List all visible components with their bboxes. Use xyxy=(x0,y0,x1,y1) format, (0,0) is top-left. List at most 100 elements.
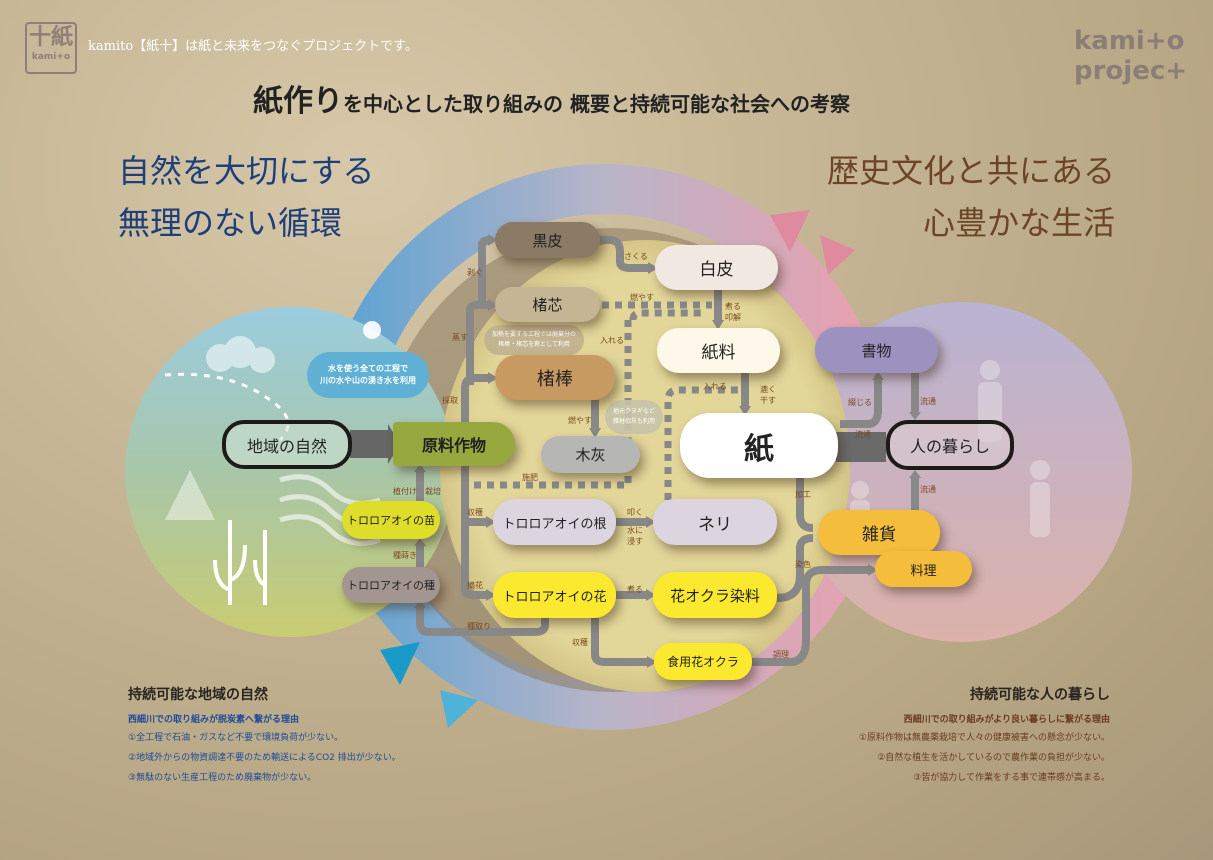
label: 種取り xyxy=(467,622,491,631)
label: 叩く xyxy=(627,508,643,517)
node-senryo: 花オクラ染料 xyxy=(653,572,777,618)
brand-line-1: kami+o xyxy=(1074,26,1185,56)
label: 流通 xyxy=(855,430,871,439)
firewood-note: 加熱を要する工程では廃棄分の楮棒・楮芯を薪として利用 xyxy=(484,325,584,355)
bottom-right-item: ①原料作物は無農薬栽培で人々の健康被害への懸念が少ない。 xyxy=(858,733,1110,743)
label: 煮る xyxy=(627,585,643,594)
node-shomotsu: 書物 xyxy=(815,327,938,373)
label: 漉く xyxy=(760,385,776,394)
water-note-line1: 水を使う全ての工程で xyxy=(328,364,408,373)
brand-line-2: projec+ xyxy=(1074,56,1188,86)
heading-left-line1: 自然を大切にする xyxy=(118,152,375,190)
label: 採取 xyxy=(442,396,458,405)
label: 剥ぐ xyxy=(467,268,483,277)
page-title: 紙作りを中心とした取り組みの 概要と持続可能な社会への考察 xyxy=(253,76,850,120)
node-kurashi: 人の暮らし xyxy=(886,420,1014,470)
bottom-right-subtitle: 西細川での取り組みがより良い暮らしに繋がる理由 xyxy=(903,715,1110,725)
label: 綴じる xyxy=(848,398,872,407)
title-sub: を中心とした取り組みの 概要と持続可能な社会への考察 xyxy=(343,92,850,116)
label: 摘花 xyxy=(467,581,483,590)
node-shokuyo: 食用花オクラ xyxy=(654,643,752,680)
ring-triangle-icon xyxy=(770,210,810,252)
node-tane: トロロアオイの種 xyxy=(342,567,440,603)
label: 蒸す xyxy=(452,333,468,342)
label: 収穫 xyxy=(572,638,588,647)
label: 叩解 xyxy=(725,313,741,322)
flow-arrows xyxy=(416,236,919,666)
node-shirokawa: 白皮 xyxy=(655,245,778,290)
label: 収穫 xyxy=(467,508,483,517)
label: 入れる xyxy=(703,382,727,391)
tree-icon xyxy=(165,470,267,605)
bottom-left-subtitle: 西細川での取り組みが脱炭素へ繋がる理由 xyxy=(128,715,300,725)
water-note-line2: 川の水や山の湧き水を利用 xyxy=(320,376,416,385)
label: 施肥 xyxy=(522,473,538,482)
node-koubou: 楮棒 xyxy=(495,355,615,400)
label: 浸す xyxy=(627,537,643,546)
node-kami: 紙 xyxy=(680,413,838,478)
dotted-arrows xyxy=(465,301,748,500)
nature-to-crop-arrow xyxy=(350,430,390,458)
tagline: kamito【紙十】は紙と未来をつなぐプロジェクトです。 xyxy=(88,39,418,54)
node-shiryo: 紙料 xyxy=(657,328,780,373)
label: 調理 xyxy=(773,650,789,659)
bottom-right-section: 持続可能な人の暮らし 西細川での取り組みがより良い暮らしに繋がる理由 ①原料作物… xyxy=(859,684,1110,788)
label: 干す xyxy=(760,396,776,405)
label: 入れる xyxy=(600,336,624,345)
node-kurokawa: 黒皮 xyxy=(495,222,600,258)
bottom-left-item: ②地域外からの物資調達不要のため輸送によるCO2 排出が少ない。 xyxy=(128,753,401,763)
label: 加工 xyxy=(795,490,811,499)
label: 栽培 xyxy=(425,487,441,496)
arrow-heads xyxy=(414,234,921,668)
node-zakka: 雑貨 xyxy=(818,510,940,555)
heading-left: 自然を大切にする無理のない循環 xyxy=(118,145,374,249)
ash-note: 地元クヌギなど雑材の灰も利用 xyxy=(605,400,663,434)
label: 植付け xyxy=(393,487,417,496)
node-neri: ネリ xyxy=(653,499,777,545)
bottom-left-title: 持続可能な地域の自然 xyxy=(128,687,268,703)
node-koushin: 楮芯 xyxy=(495,287,600,322)
label: 流通 xyxy=(920,397,936,406)
ring-triangle-icon xyxy=(440,690,478,728)
node-chiiki: 地域の自然 xyxy=(222,420,352,469)
ring-triangle-icon xyxy=(380,642,420,685)
label: 水に xyxy=(627,526,643,535)
sun-icon xyxy=(363,321,381,339)
bottom-right-list: ①原料作物は無農薬栽培で人々の健康被害への懸念が少ない。 ②自然な植生を活かして… xyxy=(859,728,1110,788)
label: 煮る xyxy=(725,302,741,311)
node-ne: トロロアオイの根 xyxy=(493,499,616,545)
ash-note-line1: 地元クヌギなど xyxy=(612,408,655,416)
heading-left-line2: 無理のない循環 xyxy=(118,204,343,242)
title-main: 紙作り xyxy=(253,84,343,119)
node-genryo: 原料作物 xyxy=(393,422,515,466)
firewood-note-line2: 楮棒・楮芯を薪として利用 xyxy=(498,341,570,348)
node-hana: トロロアオイの花 xyxy=(493,572,616,618)
heading-right-line1: 歴史文化と共にある xyxy=(826,152,1115,190)
bottom-left-item: ③無駄のない生産工程のため廃棄物が少ない。 xyxy=(128,773,317,783)
bottom-left-section: 持続可能な地域の自然 西細川での取り組みが脱炭素へ繋がる理由 ①全工程で石油・ガ… xyxy=(128,684,401,788)
label: さくる xyxy=(624,252,648,261)
bottom-left-list: ①全工程で石油・ガスなど不要で環境負荷が少ない。 ②地域外からの物資調達不要のた… xyxy=(128,728,401,788)
node-nae: トロロアオイの苗 xyxy=(342,501,440,539)
label: 流通 xyxy=(920,485,936,494)
node-ryori: 料理 xyxy=(875,551,972,587)
label: 燃やす xyxy=(568,416,592,425)
heading-right-line2: 心豊かな生活 xyxy=(922,204,1115,242)
ring-triangle-icon xyxy=(820,235,855,275)
brand-logo: kami+o projec+ xyxy=(1074,26,1187,86)
bottom-right-item: ②自然な植生を活かしているので農作業の負担が少ない。 xyxy=(877,753,1110,763)
paper-to-life-arrow xyxy=(836,432,886,462)
cloud-icon xyxy=(206,336,275,373)
heading-right: 歴史文化と共にある心豊かな生活 xyxy=(827,145,1115,249)
label: 種蒔き xyxy=(393,551,417,560)
label: 燃やす xyxy=(630,293,654,302)
bottom-left-item: ①全工程で石油・ガスなど不要で環境負荷が少ない。 xyxy=(128,733,344,743)
water-note: 水を使う全ての工程で川の水や山の湧き水を利用 xyxy=(307,352,429,398)
node-mokkai: 木灰 xyxy=(541,436,640,473)
label: 染色 xyxy=(795,560,811,569)
firewood-note-line1: 加熱を要する工程では廃棄分の xyxy=(491,331,576,339)
bottom-right-title: 持続可能な人の暮らし xyxy=(970,687,1110,703)
bottom-right-item: ③皆が協力して作業をする事で連帯感が高まる。 xyxy=(913,773,1110,783)
ash-note-line2: 雑材の灰も利用 xyxy=(612,418,655,425)
